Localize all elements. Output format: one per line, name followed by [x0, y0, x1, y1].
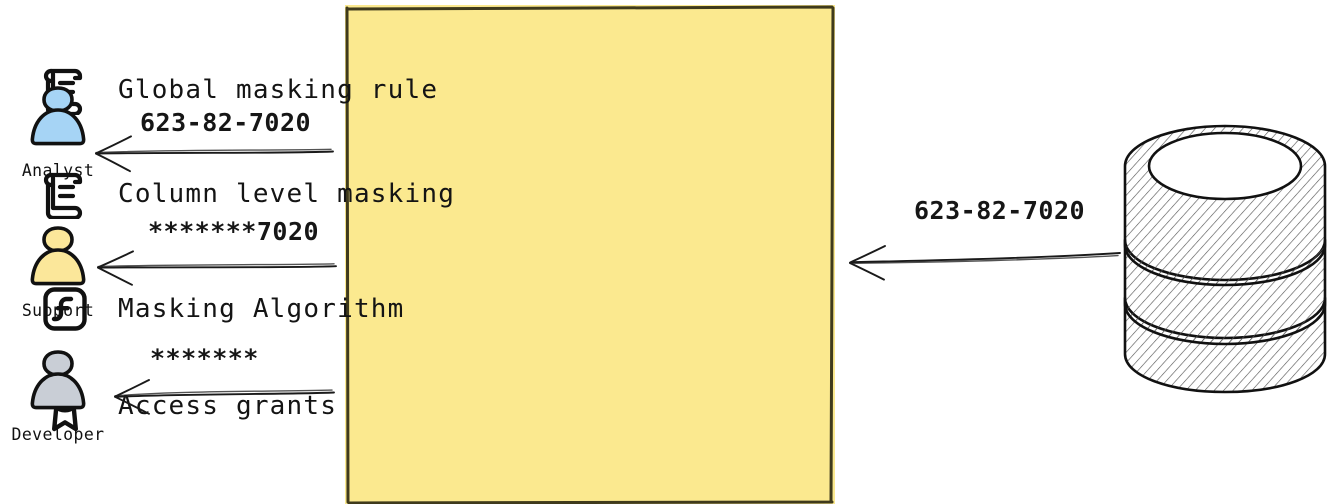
flow-label-source: 623-82-7020	[914, 196, 1086, 225]
function-icon	[38, 281, 92, 337]
panel-row-label: Column level masking	[118, 179, 456, 209]
person-icon	[30, 350, 86, 410]
flow-label-analyst: 623-82-7020	[140, 108, 312, 137]
panel-row-global-masking-rule[interactable]: Global masking rule	[38, 62, 438, 118]
person-icon	[30, 226, 86, 286]
panel-row-label: Global masking rule	[118, 75, 439, 105]
flow-label-developer: *******	[150, 344, 259, 373]
arrow-from-database	[849, 245, 1121, 281]
arrow-to-support	[97, 250, 337, 286]
panel-row-label: Masking Algorithm	[118, 294, 405, 324]
person-icon	[30, 86, 86, 146]
panel-row-masking-algorithm[interactable]: Masking Algorithm	[38, 281, 405, 337]
actor-analyst[interactable]: Analyst	[4, 80, 112, 180]
scroll-icon	[38, 166, 92, 222]
database-cylinder-icon[interactable]	[1120, 118, 1330, 398]
actor-label: Analyst	[21, 161, 95, 180]
actor-label: Support	[21, 301, 95, 320]
panel-row-column-level-masking[interactable]: Column level masking	[38, 166, 455, 222]
flow-label-support: *******7020	[148, 217, 320, 246]
actor-support[interactable]: Support	[4, 220, 112, 320]
actor-label: Developer	[11, 425, 105, 444]
actor-developer[interactable]: Developer	[4, 344, 112, 444]
panel-row-label: Access grants	[118, 391, 338, 421]
